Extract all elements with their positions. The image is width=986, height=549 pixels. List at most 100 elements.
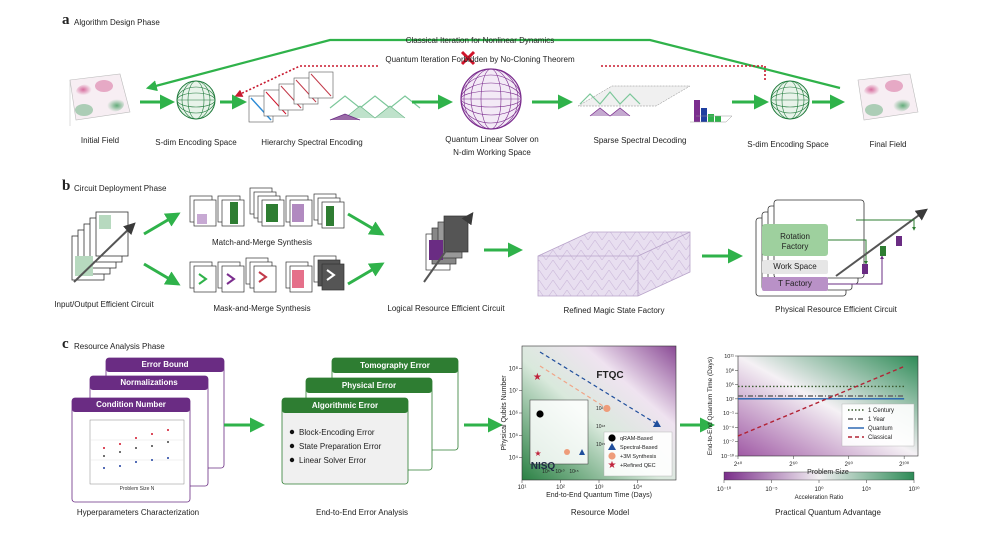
magic-factory-label: Refined Magic State Factory xyxy=(563,306,665,315)
final-field-label: Final Field xyxy=(869,140,907,149)
t-factory-box xyxy=(762,277,828,291)
point-qram xyxy=(536,410,544,418)
point-spectral xyxy=(652,420,661,428)
mask-merge-cards xyxy=(189,255,345,293)
hyper-xlabel: Problem Size N xyxy=(119,486,155,492)
rotation-factory-box xyxy=(762,224,828,256)
classical-loop-arrow xyxy=(145,38,841,92)
legend-marker-3: ★ xyxy=(608,460,617,471)
arrow-b2 xyxy=(143,262,181,286)
region-nisq-label: NISQ xyxy=(531,461,556,472)
mask-merge-label: Mask-and-Merge Synthesis xyxy=(213,304,311,313)
inset-ytick-label: 10²¹ xyxy=(596,406,605,412)
adv-legend-label-3: Classical xyxy=(868,435,892,441)
resource-ylabel: Physical Qubits Number xyxy=(501,375,508,451)
logical-circuit-label: Logical Resource Efficient Circuit xyxy=(387,304,505,313)
quantum-loop-left xyxy=(234,65,378,97)
arrow-b1 xyxy=(143,212,181,236)
legend-label-3: +Refined QEC xyxy=(620,463,656,469)
cbar-tick-label: 10⁰ xyxy=(814,486,824,493)
error-card-algorithmic: Algorithmic Error xyxy=(311,401,379,410)
sparse-decoding-plot xyxy=(577,85,733,123)
cbar-tick-label: 10⁵ xyxy=(862,486,872,493)
rotation-factory-line1: Rotation xyxy=(780,232,810,241)
cbar-tick-label: 10¹⁰ xyxy=(908,486,920,493)
panel-b-title: Circuit Deployment Phase xyxy=(74,184,167,193)
forbidden-cross-icon xyxy=(460,50,476,66)
hierarchy-encoding-stack xyxy=(248,71,421,123)
legend-label-1: Spectral-Based xyxy=(620,445,658,451)
physical-circuit-stack xyxy=(755,199,928,297)
initial-field-label: Initial Field xyxy=(80,136,120,145)
legend-marker-0 xyxy=(608,434,616,442)
resource-ytick-label: 10⁸ xyxy=(509,365,519,372)
adv-ytick-label: 10⁻⁴ xyxy=(723,424,735,431)
inset-xtick-label: 10¹⁵ xyxy=(569,469,578,475)
adv-ytick-label: 10⁵ xyxy=(726,382,734,389)
panel-a-title: Algorithm Design Phase xyxy=(74,18,160,27)
error-cards xyxy=(281,357,459,485)
physical-circuit-label: Physical Resource Efficient Circuit xyxy=(775,305,897,314)
cbar-label: Acceleration Ratio xyxy=(795,495,844,501)
resource-xtick-label: 10³ xyxy=(595,485,604,491)
t-factory-label: T Factory xyxy=(778,279,812,288)
resource-ytick-label: 10⁷ xyxy=(509,388,518,395)
encoding-space-right-label: S-dim Encoding Space xyxy=(747,140,829,149)
hyper-card-error-bound: Error Bound xyxy=(141,360,189,369)
inset-ytick-label: 10¹⁵ xyxy=(596,442,605,448)
error-caption: End-to-End Error Analysis xyxy=(315,508,409,517)
resource-ytick-label: 10⁵ xyxy=(509,432,519,439)
error-item-state-prep: State Preparation Error xyxy=(299,442,382,451)
resource-xtick-label: 10² xyxy=(556,485,565,491)
work-space-box xyxy=(762,260,828,274)
classical-loop-label: Classical Iteration for Nonlinear Dynami… xyxy=(405,36,555,45)
resource-xlabel: End-to-End Quantum Time (Days) xyxy=(546,492,652,499)
legend-label-0: qRAM-Based xyxy=(620,436,653,442)
inset-point-synthesis xyxy=(564,449,570,455)
adv-legend-label-0: 1 Century xyxy=(868,408,894,414)
quantum-loop-right xyxy=(600,65,766,80)
resource-ytick-label: 10⁶ xyxy=(509,410,519,417)
adv-xlabel: Problem Size xyxy=(807,469,849,476)
hyper-caption: Hyperparameters Characterization xyxy=(76,508,200,517)
inset-xtick-label: 10¹⁰ xyxy=(555,469,564,475)
encoding-globe-left xyxy=(176,80,216,120)
hyper-cards xyxy=(71,357,225,503)
resource-ytick-label: 10⁴ xyxy=(509,455,519,462)
match-merge-label: Match-and-Merge Synthesis xyxy=(211,238,313,247)
adv-xtick-label: 2⁴⁰ xyxy=(734,461,743,468)
trend-synthesis-line xyxy=(539,365,608,409)
cbar-tick-label: 10⁻⁵ xyxy=(765,486,778,493)
error-item-linear-solver: Linear Solver Error xyxy=(299,456,367,465)
advantage-legend-box xyxy=(841,403,915,447)
resource-xtick-label: 10¹ xyxy=(518,485,527,491)
panel-b-letter: b xyxy=(62,178,71,194)
series-line-classical xyxy=(737,365,905,437)
rotation-factory-line2: Factory xyxy=(781,242,809,251)
legend-marker-2 xyxy=(608,452,616,460)
panel-a-letter: a xyxy=(62,12,70,28)
trend-spectral-line xyxy=(539,351,658,425)
panel-c-letter: c xyxy=(62,336,69,352)
adv-xtick-label: 2¹⁰⁰ xyxy=(899,461,910,468)
encoding-globe-right xyxy=(770,80,810,120)
quantum-loop-label: Quantum Iteration Forbidden by No-Clonin… xyxy=(385,55,575,64)
region-ftqc-label: FTQC xyxy=(596,370,623,381)
hierarchy-encoding-label: Hierarchy Spectral Encoding xyxy=(261,138,363,147)
point-3m-synthesis xyxy=(603,404,611,413)
final-field-plot xyxy=(857,73,919,121)
hyper-card-normalizations: Normalizations xyxy=(120,378,178,387)
panel-c-title: Resource Analysis Phase xyxy=(74,342,165,351)
legend-label-2: +3M Synthesis xyxy=(620,454,656,460)
error-item-block-encoding: Block-Encoding Error xyxy=(299,428,375,437)
logical-circuit-stack xyxy=(423,212,474,283)
solver-label-line1: Quantum Linear Solver on xyxy=(445,135,539,144)
adv-ytick-label: 10⁻¹⁰ xyxy=(721,453,735,460)
adv-ylabel: End-to-End Quantum Time (Days) xyxy=(707,357,714,455)
match-merge-cards xyxy=(189,187,345,229)
advantage-caption: Practical Quantum Advantage xyxy=(775,508,881,517)
error-card-tomography: Tomography Error xyxy=(360,361,430,370)
